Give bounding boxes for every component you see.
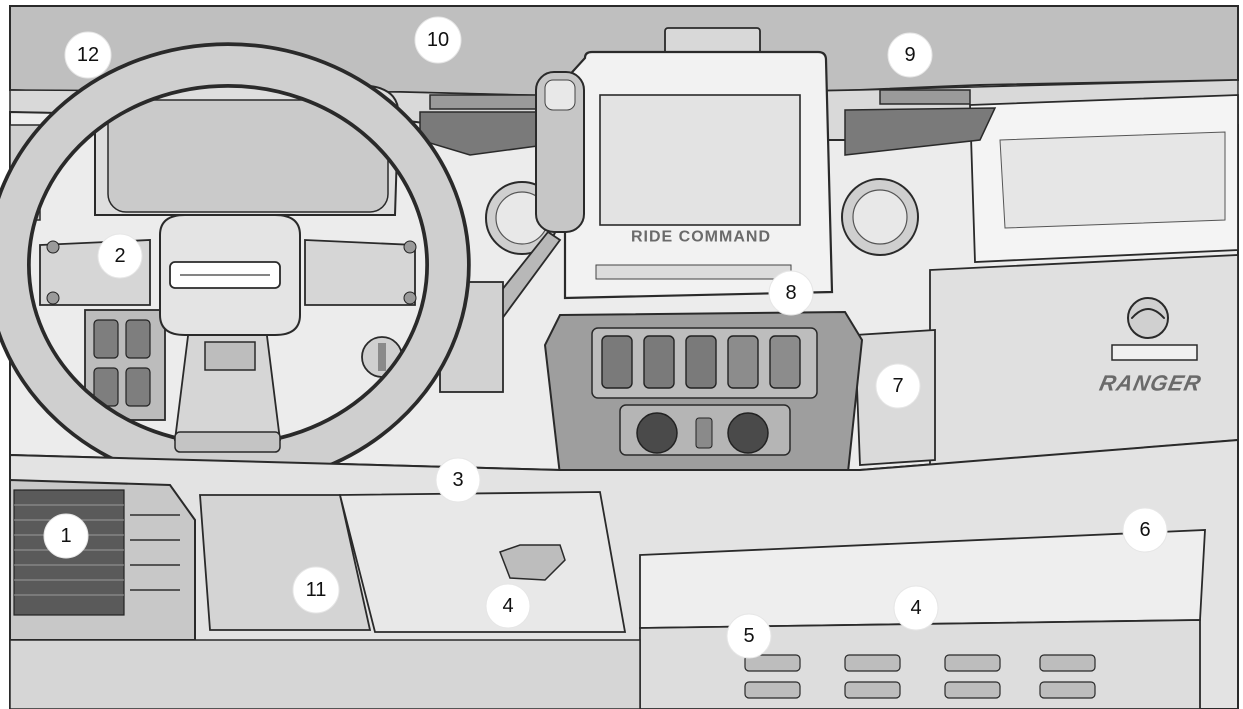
hvac-knob-left <box>636 412 678 454</box>
callout-1-label: 1 <box>60 525 71 547</box>
callout-9-label: 9 <box>904 44 915 66</box>
callout-2: 2 <box>97 233 143 279</box>
hvac-knob-right <box>727 412 769 454</box>
steering-wheel <box>0 42 471 488</box>
callout-6-label: 6 <box>1139 519 1150 541</box>
callout-4b: 4 <box>893 585 939 631</box>
rocker-switch-2 <box>643 335 675 389</box>
callout-11: 11 <box>292 566 340 614</box>
center-control-stack <box>543 310 864 477</box>
callout-12: 12 <box>64 31 112 79</box>
callout-2-label: 2 <box>114 245 125 267</box>
callout-7: 7 <box>875 363 921 409</box>
callout-3-label: 3 <box>452 469 463 491</box>
callout-6: 6 <box>1122 507 1168 553</box>
right-round-vent <box>841 178 919 256</box>
floor-vents <box>744 654 1096 699</box>
callout-11-label: 11 <box>306 579 327 601</box>
callout-5-label: 5 <box>743 625 754 647</box>
right-top-vent <box>844 89 997 156</box>
callout-7-label: 7 <box>892 375 903 397</box>
hood-badge-text: RANGER <box>1097 371 1204 396</box>
speaker-grille <box>9 478 196 641</box>
callout-3: 3 <box>435 457 481 503</box>
rocker-switch-3 <box>685 335 717 389</box>
rocker-switch-5 <box>769 335 801 389</box>
callout-5: 5 <box>726 613 772 659</box>
passenger-dash-inset <box>999 131 1226 229</box>
callout-4a-label: 4 <box>502 595 513 617</box>
callout-8-label: 8 <box>785 282 796 304</box>
callout-10: 10 <box>414 16 462 64</box>
rocker-switch-4 <box>727 335 759 389</box>
display-brand-text: RIDE COMMAND <box>631 229 771 246</box>
bottom-trim <box>9 639 641 709</box>
polaris-logo-badge <box>1111 297 1198 361</box>
display-screen <box>599 94 801 226</box>
center-storage-bin <box>338 491 627 633</box>
callout-4a: 4 <box>485 583 531 629</box>
callout-12-label: 12 <box>77 44 99 66</box>
center-top-vent <box>419 94 546 156</box>
infotainment-display <box>563 50 834 300</box>
callout-10-label: 10 <box>427 29 449 51</box>
callout-1: 1 <box>43 513 89 559</box>
callout-9: 9 <box>887 32 933 78</box>
rocker-switch-1 <box>601 335 633 389</box>
callout-4b-label: 4 <box>910 597 921 619</box>
callout-8: 8 <box>768 270 814 316</box>
